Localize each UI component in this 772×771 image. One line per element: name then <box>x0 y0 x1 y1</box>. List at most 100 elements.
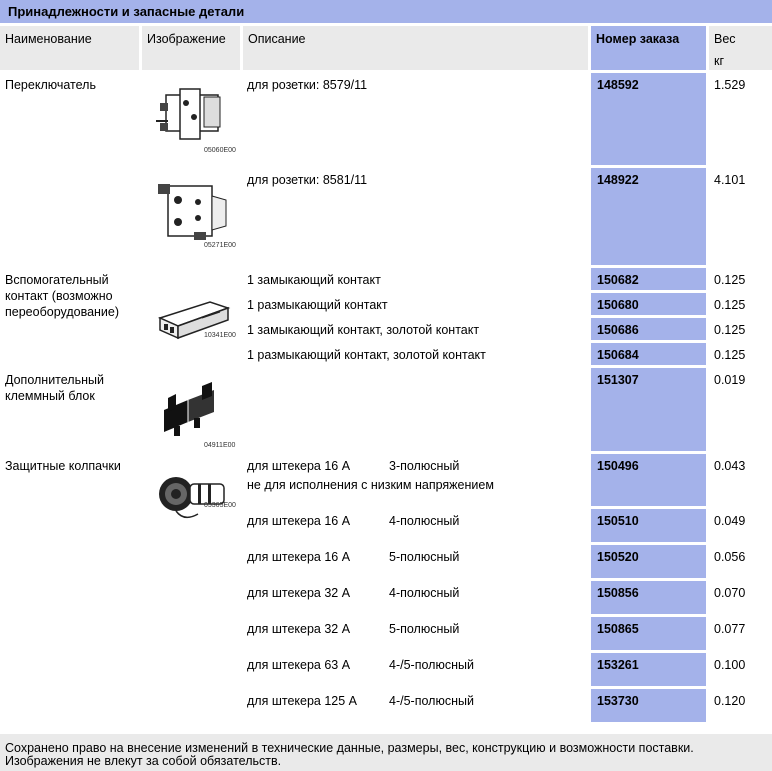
order-number-cell[interactable]: 153261 <box>591 653 706 686</box>
order-number: 150686 <box>597 323 639 337</box>
order-number: 150856 <box>597 586 639 600</box>
weight-cell: 4.101 <box>709 168 772 265</box>
order-number-cell[interactable]: 151307 <box>591 368 706 451</box>
row-poles: 5-полюсный <box>389 550 460 564</box>
weight-value: 0.125 <box>714 348 746 362</box>
weight-value: 0.125 <box>714 323 746 337</box>
row-description: для штекера 16 A <box>247 459 351 473</box>
description-cell: для штекера 32 A 4-полюсный <box>243 581 588 614</box>
group-name: Вспомогательный <box>5 273 109 287</box>
weight-value: 0.120 <box>714 694 746 708</box>
group-name: Дополнительный <box>5 373 104 387</box>
order-number-cell[interactable]: 150686 <box>591 318 706 340</box>
order-number-cell[interactable]: 148592 <box>591 73 706 165</box>
order-number-cell[interactable]: 150856 <box>591 581 706 614</box>
row-description: для штекера 125 A <box>247 694 357 708</box>
row-poles: 4-полюсный <box>389 586 460 600</box>
weight-cell: 0.070 <box>709 581 772 614</box>
weight-value: 1.529 <box>714 78 746 92</box>
weight-cell: 0.077 <box>709 617 772 650</box>
weight-value: 0.070 <box>714 586 746 600</box>
header-name: Наименование <box>5 32 92 46</box>
description-cell: 1 замыкающий контакт, золотой контакт <box>243 318 588 340</box>
weight-cell: 0.043 <box>709 454 772 506</box>
weight-value: 0.043 <box>714 459 746 473</box>
weight-cell: 0.056 <box>709 545 772 578</box>
order-number: 150510 <box>597 514 639 528</box>
terminal-block-icon <box>164 382 214 436</box>
header-weight: Вес <box>714 32 736 46</box>
group-name: переоборудование) <box>5 305 120 319</box>
header-name-cell: Наименование <box>0 26 139 70</box>
weight-value: 0.077 <box>714 622 746 636</box>
order-number: 150496 <box>597 459 639 473</box>
weight-value: 0.100 <box>714 658 746 672</box>
weight-cell: 0.120 <box>709 689 772 722</box>
section-title: Принадлежности и запасные детали <box>0 0 772 23</box>
weight-cell: 0.125 <box>709 318 772 340</box>
weight-value: 4.101 <box>714 173 746 187</box>
group-name: Переключатель <box>5 78 96 92</box>
row-description: 1 замыкающий контакт, золотой контакт <box>247 323 480 337</box>
order-number-cell[interactable]: 150682 <box>591 268 706 290</box>
order-number: 150684 <box>597 348 639 362</box>
order-number: 153261 <box>597 658 639 672</box>
order-number-cell[interactable]: 150865 <box>591 617 706 650</box>
weight-value: 0.056 <box>714 550 746 564</box>
order-number: 153730 <box>597 694 639 708</box>
image-caption: 05271E00 <box>204 242 236 249</box>
auxiliary-contact-icon <box>157 301 231 340</box>
group-name-cell: Защитные колпачки <box>0 454 139 722</box>
weight-cell: 0.049 <box>709 509 772 542</box>
row-description: для штекера 63 A <box>247 658 351 672</box>
row-description: 1 замыкающий контакт <box>247 273 381 287</box>
weight-cell: 0.125 <box>709 268 772 290</box>
row-poles: 4-полюсный <box>389 514 460 528</box>
order-number: 150865 <box>597 622 639 636</box>
description-cell: для штекера 16 A 4-полюсный <box>243 509 588 542</box>
weight-cell: 0.019 <box>709 368 772 451</box>
order-number-cell[interactable]: 150510 <box>591 509 706 542</box>
footer-note: Сохранено право на внесение изменений в … <box>0 734 772 771</box>
order-number: 150680 <box>597 298 639 312</box>
order-number-cell[interactable]: 150496 <box>591 454 706 506</box>
group-name-cell: Вспомогательный контакт (возможно переобор… <box>0 268 139 365</box>
description-cell: 1 размыкающий контакт, золотой контакт <box>243 343 588 365</box>
row-description: 1 размыкающий контакт <box>247 298 388 312</box>
row-description: для штекера 32 A <box>247 586 351 600</box>
header-description: Описание <box>248 32 306 46</box>
row-note: не для исполнения с низким напряжением <box>247 478 494 492</box>
group-name: клеммный блок <box>5 389 95 403</box>
image-caption: 05060E00 <box>204 147 236 154</box>
footer-line-1: Сохранено право на внесение изменений в … <box>5 741 694 755</box>
weight-value: 0.019 <box>714 373 746 387</box>
order-number-cell[interactable]: 153730 <box>591 689 706 722</box>
order-number-cell[interactable]: 148922 <box>591 168 706 265</box>
order-number-cell[interactable]: 150680 <box>591 293 706 315</box>
protective-cap-icon <box>159 477 225 519</box>
image-caption: 10341E00 <box>204 332 236 339</box>
description-cell: для розетки: 8579/11 <box>243 73 588 165</box>
description-cell <box>243 368 588 451</box>
description-cell: 1 размыкающий контакт <box>243 293 588 315</box>
order-number: 150682 <box>597 273 639 287</box>
order-number-cell[interactable]: 150520 <box>591 545 706 578</box>
group-name: Защитные колпачки <box>5 459 121 473</box>
header-description-cell: Описание <box>243 26 588 70</box>
group-name: контакт (возможно <box>5 289 113 303</box>
order-number: 148922 <box>597 173 639 187</box>
order-number-cell[interactable]: 150684 <box>591 343 706 365</box>
row-description: для штекера 16 A <box>247 514 351 528</box>
row-description: для розетки: 8579/11 <box>247 78 368 92</box>
row-description: 1 размыкающий контакт, золотой контакт <box>247 348 486 362</box>
image-cell: 05271E00 <box>142 168 240 265</box>
weight-cell: 0.100 <box>709 653 772 686</box>
switch-block-alt-icon <box>158 184 227 240</box>
header-order-number-cell: Номер заказа <box>591 26 706 70</box>
